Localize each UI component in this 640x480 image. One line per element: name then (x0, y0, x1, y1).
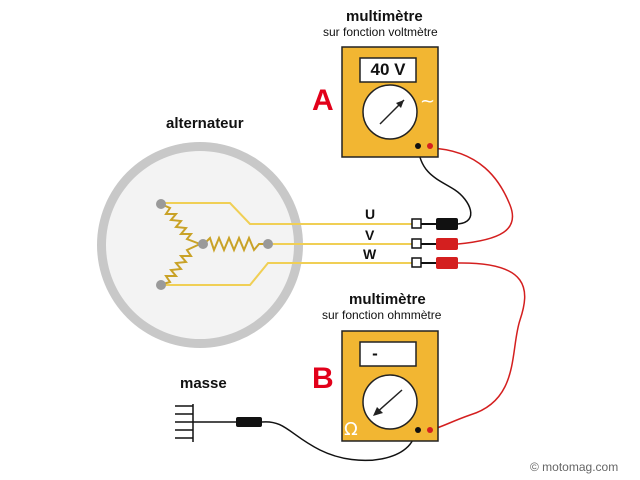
meter-a-display (359, 57, 417, 83)
node-u (156, 199, 166, 209)
meter-a-dial (362, 84, 418, 140)
meter-b-readout: - (372, 344, 378, 363)
meter-b-title: multimètre (349, 291, 426, 308)
meter-b-dial (362, 374, 418, 430)
probe-leads (261, 145, 526, 462)
lead-a-black (417, 145, 472, 225)
meter-a-subtitle: sur fonction voltmètre (323, 25, 438, 39)
wire-label-w: W (363, 246, 377, 262)
multimeter-b (341, 330, 439, 442)
meter-a-needle-tip (396, 100, 404, 108)
plug-black-ground (236, 417, 262, 427)
ground-symbol (175, 404, 236, 442)
multimeter-a (341, 46, 439, 158)
watermark: © motomag.com (530, 460, 619, 474)
phase-wire-w (162, 262, 412, 286)
meter-b-ohm-symbol: Ω (344, 419, 358, 440)
alternator-label: alternateur (166, 115, 244, 132)
winding-u (162, 204, 201, 245)
meter-b-letter: B (312, 362, 334, 395)
meter-b-com-jack (415, 427, 421, 433)
winding-w (162, 243, 201, 285)
plug-red-v (436, 238, 458, 250)
meter-b-needle-tip (373, 407, 383, 416)
ground-label: masse (180, 375, 227, 392)
plug-red-w (436, 257, 458, 269)
connector-w (411, 257, 422, 268)
wire-label-u: U (365, 206, 376, 222)
winding-v (203, 235, 268, 253)
meter-a-v-jack (427, 143, 433, 149)
lead-a-red (429, 147, 514, 245)
meter-b-display (359, 341, 417, 367)
connectors (411, 218, 422, 268)
windings (162, 204, 268, 285)
phase-wire-u (162, 202, 412, 225)
meter-a-ac-symbol: ~ (420, 91, 436, 112)
meter-a-letter: A (312, 84, 334, 117)
meter-a-com-jack (415, 143, 421, 149)
meter-a-title: multimètre (346, 8, 423, 25)
connector-u (411, 218, 422, 229)
plug-black-u (436, 218, 458, 230)
connector-v (411, 238, 422, 249)
phase-wires (162, 202, 412, 286)
meter-a-readout: 40 V (370, 60, 406, 79)
probe-plugs (421, 218, 458, 269)
winding-nodes (156, 199, 273, 290)
node-center (198, 239, 208, 249)
meter-b-ohm-jack (427, 427, 433, 433)
wire-label-v: V (365, 227, 375, 243)
node-w (156, 280, 166, 290)
node-v (263, 239, 273, 249)
lead-b-black (261, 421, 416, 462)
meter-b-subtitle: sur fonction ohmmètre (322, 308, 442, 322)
lead-b-red (429, 262, 526, 431)
